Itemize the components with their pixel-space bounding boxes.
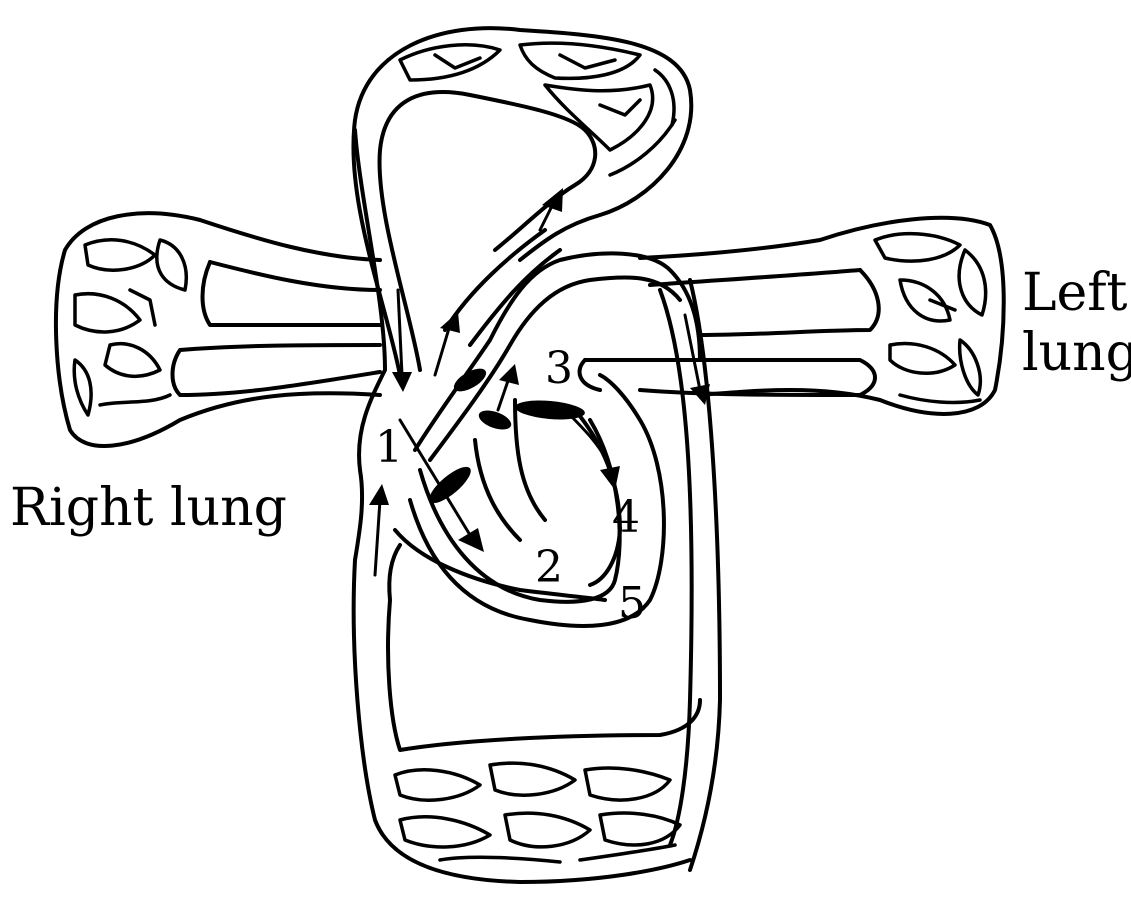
heart [355,130,720,870]
chamber-4-label: 4 [612,492,640,543]
chamber-1-label: 1 [375,422,403,473]
right-lung-label: Right lung [10,478,287,538]
lower-body-circuit [354,560,700,882]
chamber-3-label: 3 [545,343,573,394]
chamber-2-label: 2 [535,542,563,593]
left-lung-label-line1: Left [1022,263,1128,323]
left-lung-label-line2: lung [1022,323,1131,383]
chamber-5-label: 5 [618,578,646,629]
